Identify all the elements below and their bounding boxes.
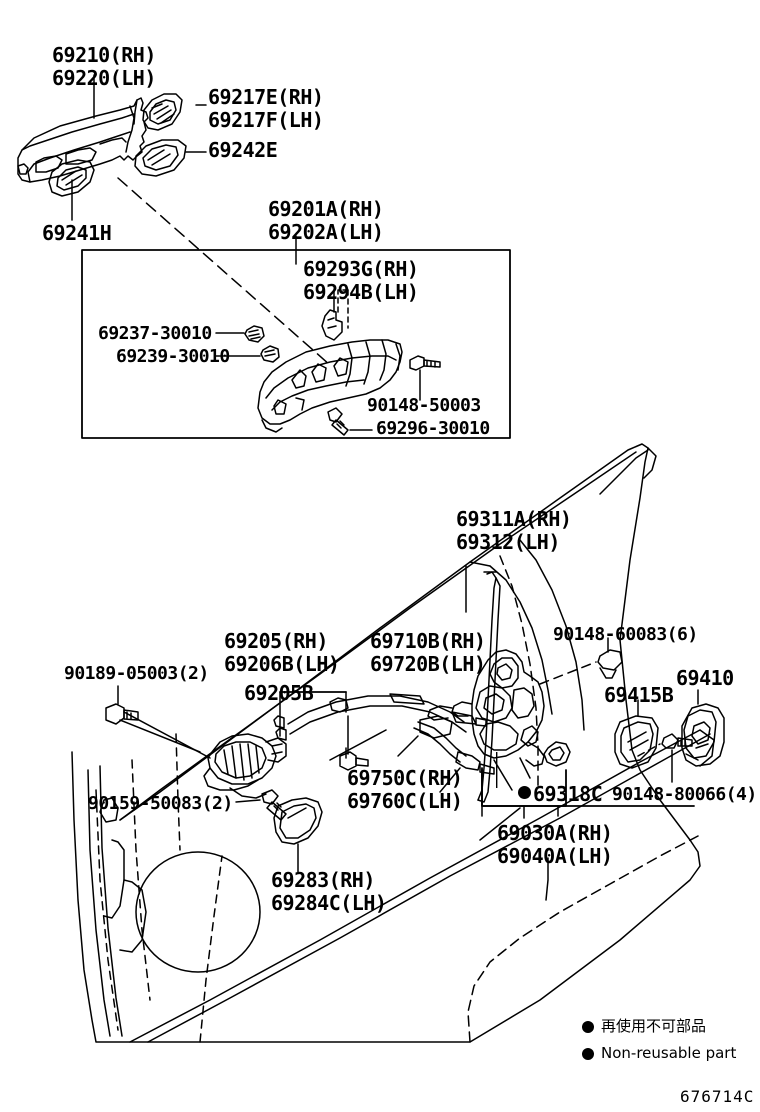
label-clip-69239: 69239-30010 — [116, 346, 230, 367]
lever-illustration — [321, 309, 343, 341]
inset-frame — [81, 249, 511, 439]
label-handle-cap-h: 69241H — [42, 221, 112, 245]
striker-illustration — [681, 703, 725, 767]
handle-cover-illustration — [142, 93, 183, 131]
label-frame-subassy: 69201A(RH) 69202A(LH) — [268, 197, 384, 244]
label-cable-open: 69750C(RH) 69760C(LH) — [347, 766, 463, 813]
legend-text-english: Non-reusable part — [601, 1044, 737, 1062]
clip-69239-illustration — [260, 345, 280, 363]
label-handle-cover: 69217E(RH) 69217F(LH) — [208, 85, 324, 132]
diagram-code: 676714C — [680, 1087, 755, 1106]
screw-90148-60083-illustration — [597, 649, 623, 679]
label-bezel: 69283(RH) 69284C(LH) — [271, 868, 387, 915]
clip-69237-illustration — [244, 325, 265, 343]
screw-90148-50003-illustration — [409, 355, 441, 371]
legend-text-japanese: 再使用不可部品 — [601, 1017, 707, 1035]
label-clip-69237: 69237-30010 — [98, 323, 212, 344]
screw-69296-30010-illustration — [327, 407, 349, 436]
frame-subassembly-illustration — [257, 339, 403, 433]
label-cable-lock: 69710B(RH) 69720B(LH) — [370, 629, 486, 676]
label-inside-handle: 69205(RH) 69206B(LH) — [224, 629, 340, 676]
door-panel-illustration — [71, 443, 715, 1043]
bezel-illustration — [273, 797, 323, 845]
label-screw-90148-80066: 90148-80066(4) — [612, 784, 757, 805]
legend-marker-en — [582, 1048, 594, 1060]
inside-handle-illustration — [203, 733, 287, 799]
handle-cap-e-illustration — [134, 139, 187, 177]
legend-marker-jp — [582, 1021, 594, 1033]
label-screw-90148-50003: 90148-50003 — [367, 395, 481, 416]
striker-plate-illustration — [614, 715, 659, 769]
label-striker-plate: 69415B — [604, 683, 674, 707]
door-lock-assembly-illustration — [427, 649, 571, 767]
handle-cap-h-illustration — [48, 159, 95, 197]
non-reusable-marker-69318c — [518, 786, 531, 799]
run-channel-illustration — [477, 571, 501, 803]
label-lever: 69293G(RH) 69294B(LH) — [303, 257, 419, 304]
label-part-69296: 69296-30010 — [376, 418, 490, 439]
label-screw-90148-60083: 90148-60083(6) — [553, 624, 698, 645]
label-clip-69318c: 69318C — [533, 782, 603, 806]
screw-90148-80066-illustration — [661, 733, 693, 749]
label-inside-handle-b: 69205B — [244, 681, 314, 705]
label-handle-cap-e: 69242E — [208, 138, 278, 162]
cable-open-illustration — [413, 715, 495, 775]
screw-69205b-illustration — [339, 751, 369, 771]
label-lock-assy: 69030A(RH) 69040A(LH) — [497, 821, 613, 868]
label-outside-handle: 69210(RH) 69220(LH) — [52, 43, 156, 90]
label-screw-90189-05003: 90189-05003(2) — [64, 663, 209, 684]
label-screw-90159-50083: 90159-50083(2) — [88, 793, 233, 814]
label-striker: 69410 — [676, 666, 734, 690]
label-run-channel: 69311A(RH) 69312(LH) — [456, 507, 572, 554]
outside-handle-illustration — [17, 97, 149, 183]
